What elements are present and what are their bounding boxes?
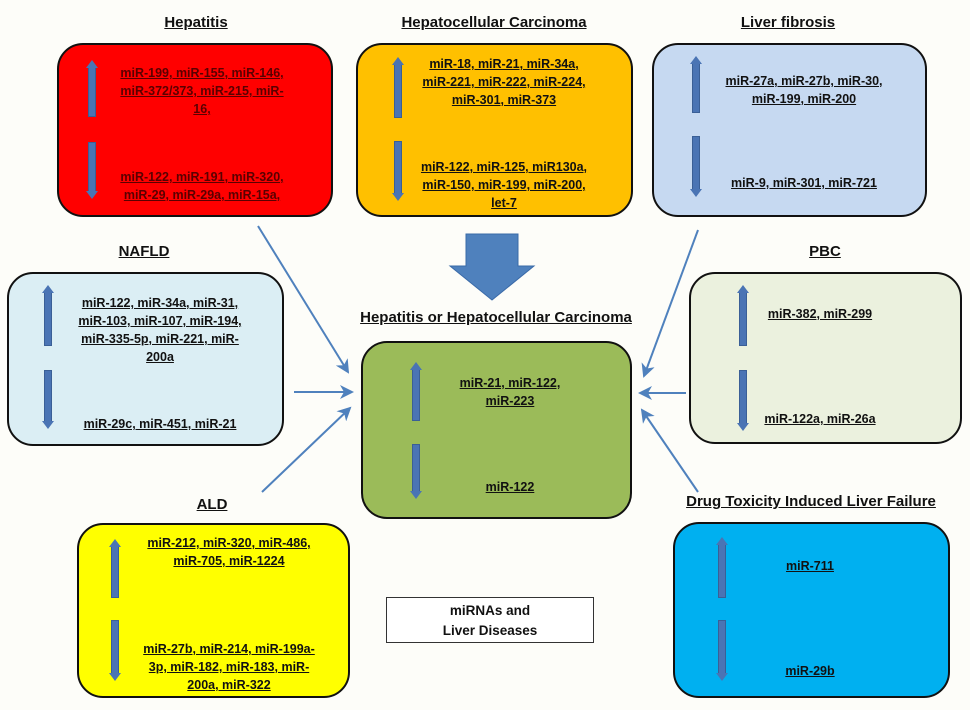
up-arrow-icon: [44, 292, 52, 346]
center-title: Hepatitis or Hepatocellular Carcinoma: [360, 309, 632, 326]
up-arrow-icon: [739, 292, 747, 346]
down-arrow-icon: [394, 141, 402, 194]
up-arrow-icon: [88, 67, 96, 117]
up-arrow-icon: [692, 63, 700, 113]
up-arrow-icon: [111, 546, 119, 598]
hepatitis-downregulated: miR-122, miR-191, miR-320, miR-29, miR-2…: [120, 170, 284, 202]
center-downregulated: miR-122: [485, 480, 535, 494]
center-box: [361, 341, 632, 519]
down-arrow-icon: [412, 444, 420, 492]
ald-downregulated: miR-27b, miR-214, miR-199a-3p, miR-182, …: [143, 642, 315, 692]
ald-box: [77, 523, 350, 698]
down-arrow-icon: [739, 370, 747, 424]
down-arrow-icon: [111, 620, 119, 674]
hcc-box: [356, 43, 633, 217]
drug-toxicity-downregulated: miR-29b: [785, 664, 835, 678]
arrow-hepatitis-to-center: [257, 225, 350, 374]
down-arrow-icon: [692, 136, 700, 190]
drug-toxicity-title: Drug Toxicity Induced Liver Failure: [686, 493, 936, 510]
up-arrow-icon: [394, 64, 402, 118]
fibrosis-title: Liver fibrosis: [740, 14, 836, 31]
down-arrow-icon: [44, 370, 52, 422]
hcc-upregulated: miR-18, miR-21, miR-34a, miR-221, miR-22…: [422, 57, 586, 107]
center-upregulated: miR-21, miR-122, miR-223: [459, 376, 561, 408]
pbc-downregulated: miR-122a, miR-26a: [764, 412, 876, 426]
hcc-title: Hepatocellular Carcinoma: [401, 14, 587, 31]
pbc-box: [689, 272, 962, 444]
drug-toxicity-upregulated: miR-711: [786, 559, 834, 573]
fibrosis-upregulated: miR-27a, miR-27b, miR-30, miR-199, miR-2…: [725, 74, 883, 106]
caption-line-1: miRNAs and: [449, 603, 531, 618]
nafld-downregulated: miR-29c, miR-451, miR-21: [83, 417, 237, 431]
diagram-caption: miRNAs and Liver Diseases: [386, 597, 594, 643]
hepatitis-box: [57, 43, 333, 217]
arrow-drug-to-center: [640, 408, 699, 493]
ald-upregulated: miR-212, miR-320, miR-486, miR-705, miR-…: [147, 536, 311, 568]
nafld-box: [7, 272, 284, 446]
big-down-arrow: [448, 233, 536, 301]
caption-line-2: Liver Diseases: [442, 623, 538, 638]
ald-title: ALD: [196, 496, 228, 513]
pbc-title: PBC: [809, 243, 841, 260]
hepatitis-upregulated: miR-199, miR-155, miR-146, miR-372/373, …: [120, 66, 284, 116]
arrow-ald-to-center: [261, 406, 352, 493]
arrow-fibrosis-to-center: [641, 229, 699, 378]
up-arrow-icon: [718, 544, 726, 598]
fibrosis-downregulated: miR-9, miR-301, miR-721: [731, 176, 877, 190]
down-arrow-icon: [88, 142, 96, 192]
pbc-upregulated: miR-382, miR-299: [767, 307, 873, 321]
hepatitis-title: Hepatitis: [164, 14, 228, 31]
nafld-title: NAFLD: [118, 243, 170, 260]
hcc-downregulated: miR-122, miR-125, miR130a, miR-150, miR-…: [420, 160, 588, 210]
nafld-upregulated: miR-122, miR-34a, miR-31, miR-103, miR-1…: [78, 296, 242, 364]
up-arrow-icon: [412, 369, 420, 421]
down-arrow-icon: [718, 620, 726, 674]
